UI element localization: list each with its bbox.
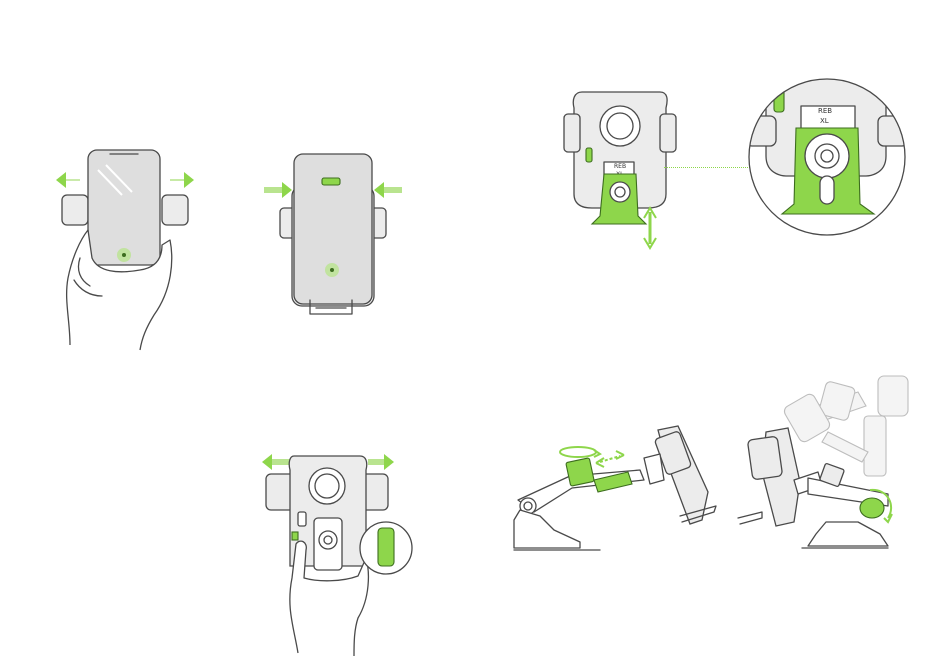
size-label-top: REB (614, 163, 626, 170)
phone (294, 154, 372, 304)
step-release-phone (50, 140, 210, 355)
ghost-positions (782, 376, 908, 476)
zoom-detail: REB XL (746, 76, 908, 238)
arrow-up-down-icon (644, 208, 656, 248)
step-extend-arm (510, 420, 725, 560)
rotate-icon (560, 447, 600, 457)
step-rotate-knob (738, 362, 928, 557)
step-release-arms (258, 448, 418, 658)
arrow-left-icon (262, 454, 290, 470)
arrow-left-icon (56, 172, 80, 188)
zoom-size-label-bottom: XL (820, 117, 829, 125)
arrow-right-icon (264, 182, 292, 198)
arrow-left-icon (374, 182, 402, 198)
phone (88, 150, 160, 265)
step-adjust-foot: REB XL (560, 84, 680, 254)
arrow-right-icon (368, 454, 394, 470)
zoom-size-label-top: REB (818, 107, 832, 115)
zoom-connector (664, 167, 750, 170)
step-clamp-phone (262, 150, 412, 320)
arrow-right-icon (170, 172, 194, 188)
left-arm (62, 195, 88, 225)
right-arm (162, 195, 188, 225)
